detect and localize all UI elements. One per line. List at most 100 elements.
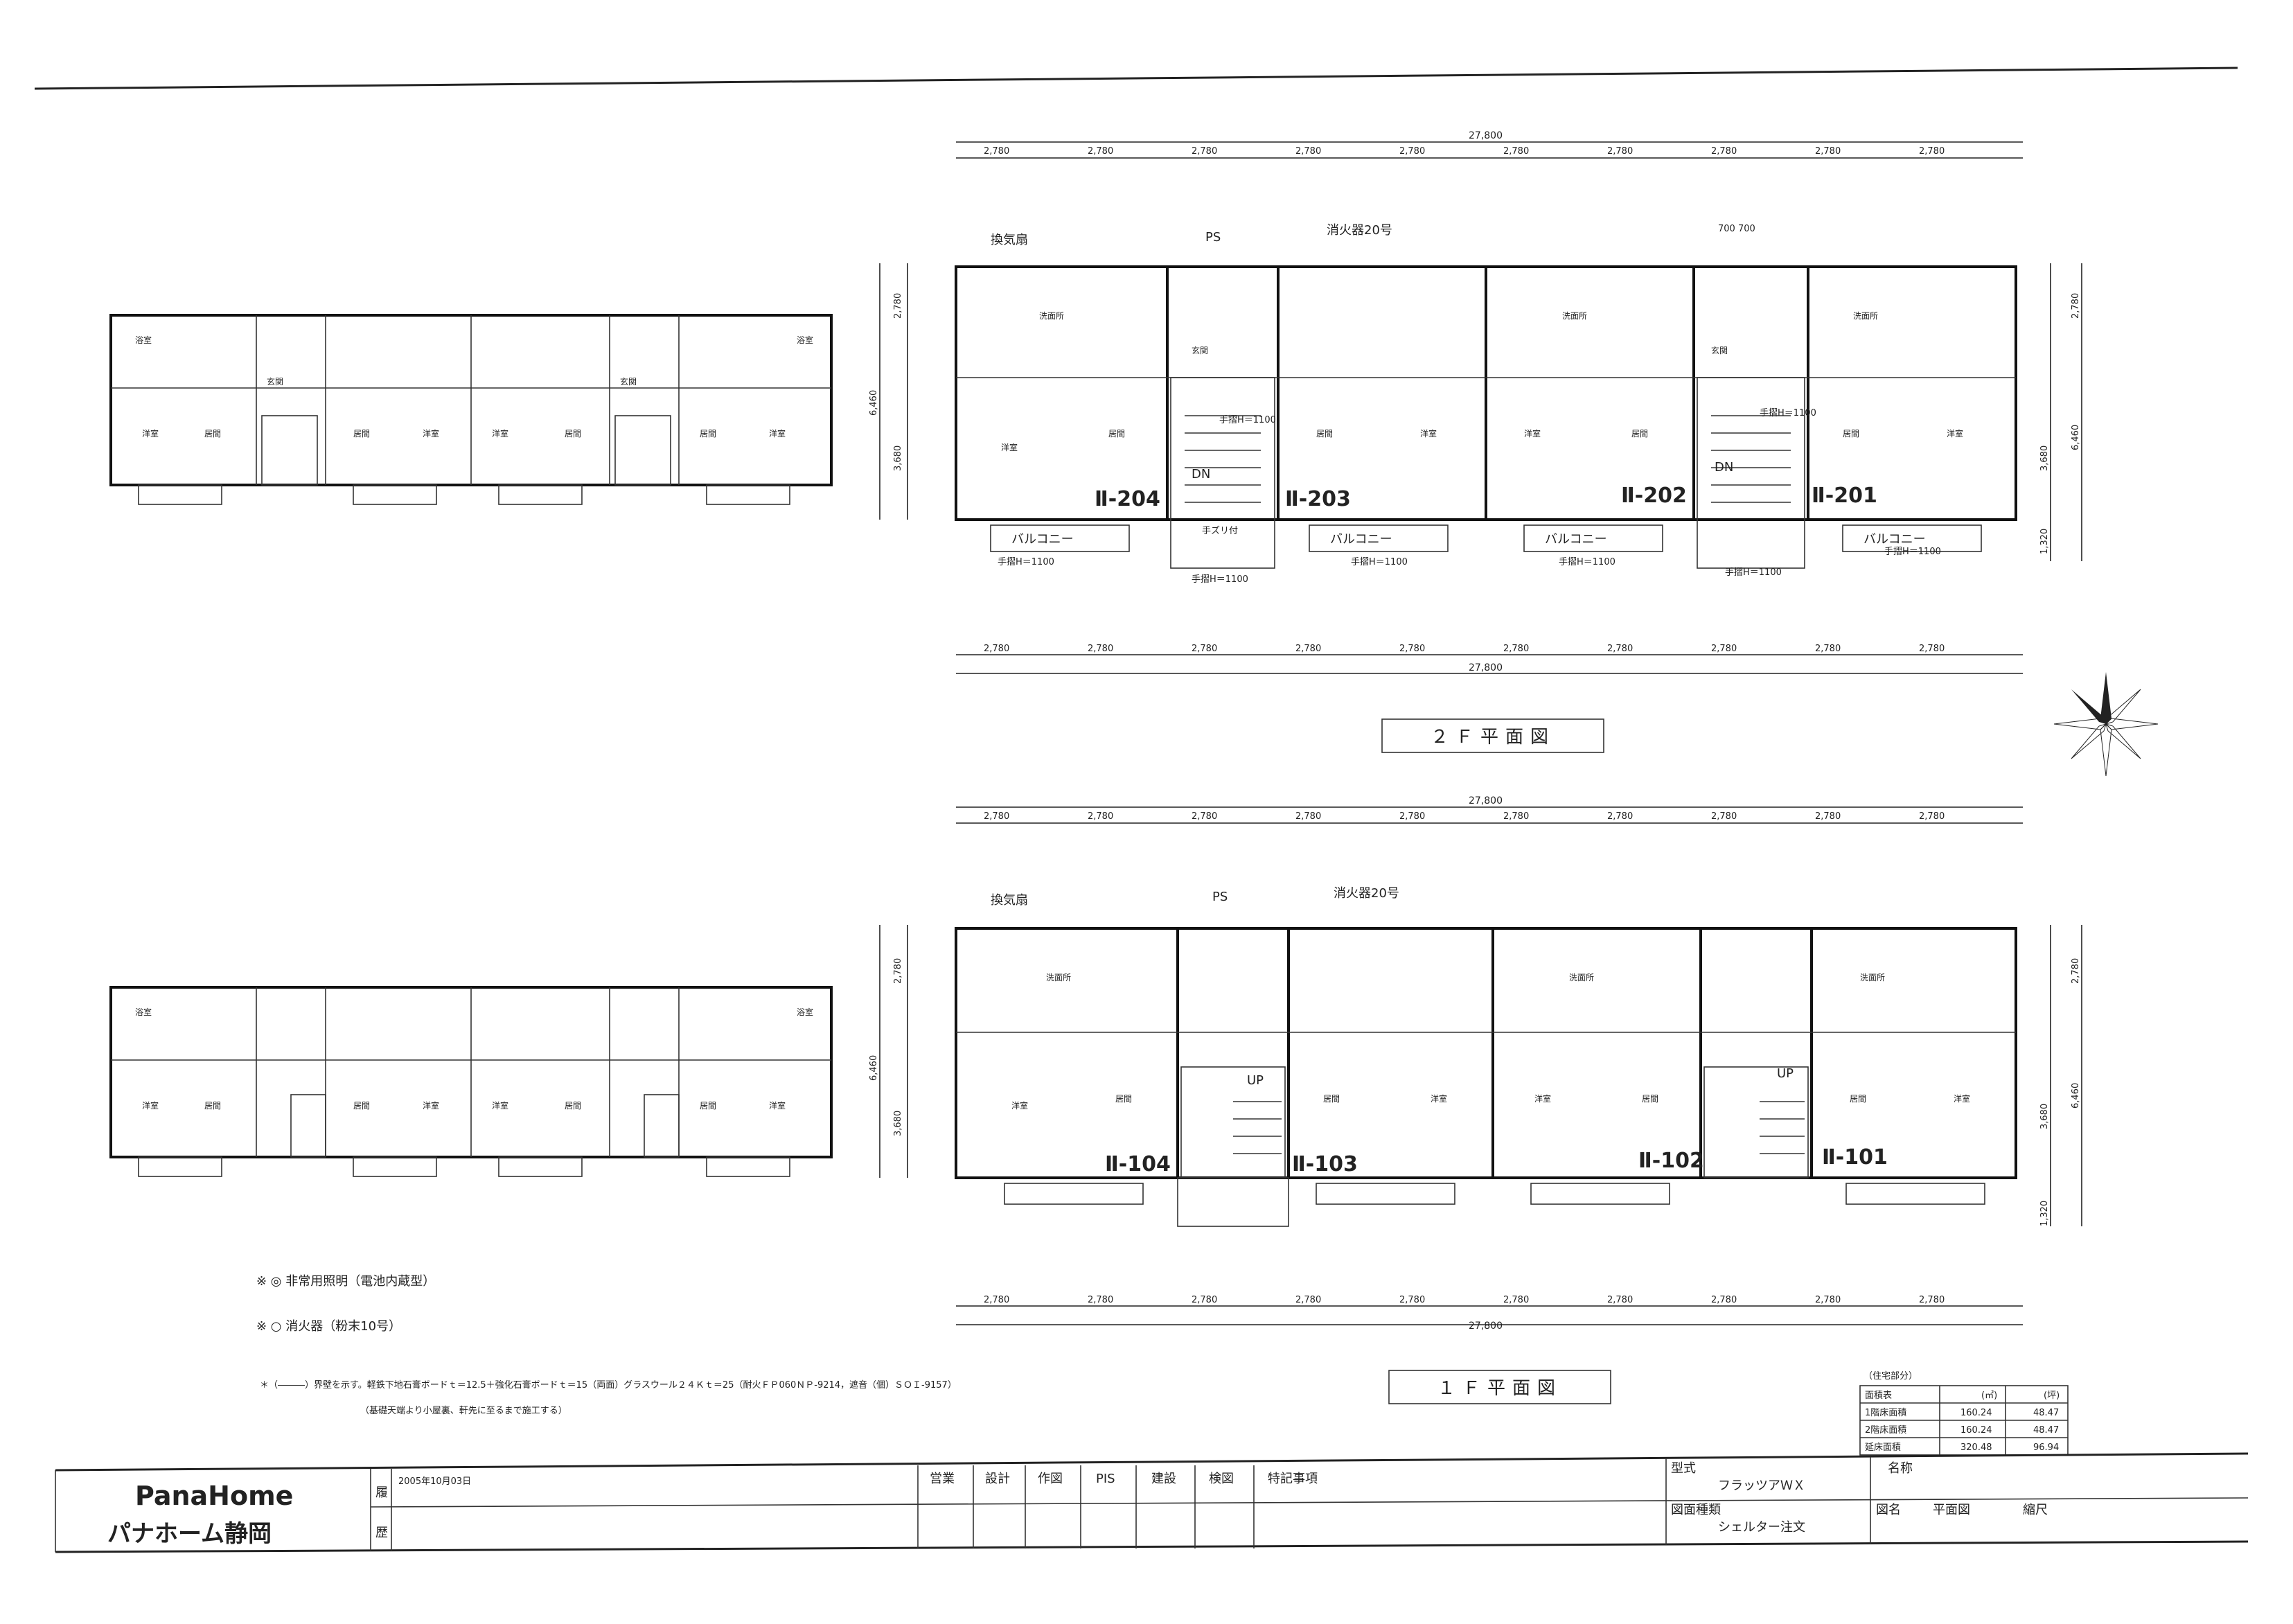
unit-label: Ⅱ-202 (1621, 484, 1687, 508)
span-dimension: 2,780 (984, 146, 1009, 157)
span-dimension: 2,780 (1815, 1295, 1841, 1305)
span-dimension: 2,780 (1815, 146, 1841, 157)
room-label: 居間 (1115, 1094, 1132, 1104)
room-label: 洋室 (1954, 1093, 1970, 1104)
plan-1f-dim-left: 3,680 (893, 1111, 903, 1136)
wall-note-line1: ＊（―――）界壁を示す。軽鉄下地石膏ボードｔ＝12.5＋強化石膏ボードｔ＝15（… (260, 1379, 957, 1391)
room-label: 洋室 (1524, 428, 1541, 439)
area-table-cell: 320.48 (1960, 1442, 1992, 1453)
dn-label: DN (1715, 460, 1733, 475)
span-dimension: 2,780 (1399, 146, 1425, 157)
room-label: 居間 (1631, 429, 1648, 439)
approval-col: 建設 (1151, 1472, 1176, 1486)
company-name: パナホーム静岡 (107, 1520, 272, 1548)
key-room-label: 洋室 (423, 1100, 439, 1111)
handrail-label: 手摺H＝1100 (1559, 557, 1615, 567)
handrail-note: 手摺H＝1100 (1219, 415, 1276, 425)
area-table-cell: 延床面積 (1865, 1442, 1901, 1453)
key-room-label: 居間 (700, 429, 716, 439)
room-label: 居間 (1108, 429, 1125, 439)
span-dimension: 2,780 (1088, 1295, 1113, 1305)
span-dimension: 2,780 (1711, 811, 1737, 822)
extinguisher-label: 消火器20号 (1327, 223, 1392, 238)
ps-label: PS (1205, 230, 1221, 245)
area-table-cell: 48.47 (2033, 1425, 2059, 1436)
plan-2f-dim-left: 6,460 (869, 390, 879, 416)
span-dimension: 2,780 (1503, 1295, 1529, 1305)
drawing-date: 2005年10月03日 (398, 1476, 471, 1487)
plan-1f-dim-right: 6,460 (2071, 1083, 2081, 1109)
plan-2f-total-bottom: 27,800 (1469, 662, 1503, 673)
drawing-type-value: シェルター注文 (1718, 1520, 1805, 1535)
room-label: 洗面所 (1853, 311, 1878, 321)
room-label: 洋室 (1001, 442, 1018, 452)
room-label: 居間 (1323, 1094, 1340, 1104)
room-label: 洗面所 (1562, 311, 1587, 321)
plan-1f-total-bottom: 27,800 (1469, 1321, 1503, 1332)
plan-2f-dim-left: 2,780 (893, 293, 903, 319)
plan-1f-title: １Ｆ平面図 (1437, 1378, 1562, 1399)
legend-emergency-light: ※ ◎ 非常用照明（電池内蔵型） (256, 1274, 435, 1289)
key-room-label: 浴室 (135, 1007, 152, 1017)
span-dimension: 2,780 (1192, 1295, 1217, 1305)
approval-col: PIS (1096, 1472, 1115, 1486)
span-dimension: 2,780 (1815, 644, 1841, 654)
room-label: 居間 (1316, 429, 1333, 439)
plan-2f-title: ２Ｆ平面図 (1431, 727, 1555, 748)
key-room-label: 居間 (353, 429, 370, 439)
key-room-label: 居間 (700, 1101, 716, 1111)
span-dimension: 2,780 (1919, 1295, 1945, 1305)
area-table-cell: 160.24 (1960, 1408, 1992, 1418)
area-table-header: 面積表 (1865, 1391, 1892, 1401)
plan-2f-dim-right: 1,320 (2039, 529, 2050, 554)
span-dimension: 2,780 (1607, 644, 1633, 654)
area-table-header: (坪) (2044, 1391, 2060, 1401)
area-table-cell: 96.94 (2033, 1442, 2059, 1453)
key-plan-lower: 洋室 居間 居間 洋室 洋室 居間 居間 洋室 浴室 浴室 (109, 986, 833, 1177)
room-label: 洋室 (1534, 1093, 1551, 1104)
key-room-label: 玄関 (620, 376, 637, 387)
plan-1f: 27,800 27,800 2,780 6,460 3,680 1,320 2,… (869, 795, 2082, 1332)
room-label: 居間 (1843, 429, 1859, 439)
span-dimension: 2,780 (1503, 146, 1529, 157)
key-room-label: 洋室 (492, 1100, 508, 1111)
room-label: 洋室 (1431, 1093, 1447, 1104)
size-label: 700 700 (1718, 224, 1755, 234)
area-table-cell: 1階床面積 (1865, 1408, 1906, 1418)
handrail-note: 手ズリ付 (1202, 525, 1238, 536)
plan-2f: 27,800 27,800 2,780 6,460 3,680 1,320 2,… (869, 130, 2082, 674)
handrail-note: 手摺H＝1100 (1192, 574, 1248, 585)
type-value: フラッツアＷＸ (1718, 1479, 1805, 1493)
plan-1f-dim-left: 6,460 (869, 1055, 879, 1081)
span-dimension: 2,780 (1815, 811, 1841, 822)
approval-col: 設計 (985, 1472, 1010, 1486)
unit-label: Ⅱ-101 (1822, 1145, 1888, 1170)
room-label: 玄関 (1192, 345, 1208, 355)
area-table-cell: 48.47 (2033, 1408, 2059, 1418)
key-room-label: 洋室 (142, 1100, 159, 1111)
ps-label: PS (1212, 890, 1228, 904)
key-room-label: 洋室 (769, 1100, 786, 1111)
span-dimension: 2,780 (984, 811, 1009, 822)
span-dimension: 2,780 (1503, 644, 1529, 654)
approval-col: 作図 (1038, 1472, 1063, 1486)
plan-1f-dim-right: 2,780 (2071, 958, 2081, 984)
balcony-label: バルコニー (1011, 532, 1074, 547)
scale-label: 縮尺 (2023, 1503, 2048, 1517)
span-dimension: 2,780 (1088, 644, 1113, 654)
plan-1f-dim-right: 1,320 (2039, 1201, 2050, 1226)
approval-col: 検図 (1209, 1472, 1234, 1486)
type-label: 型式 (1671, 1461, 1696, 1476)
room-label: 洋室 (1011, 1100, 1028, 1111)
title-block: PanaHome パナホーム静岡 履 歴 2005年10月03日 営業 設計 作… (55, 1452, 2249, 1553)
plan-1f-title-box (1388, 1370, 1611, 1404)
unit-label: Ⅱ-201 (1812, 484, 1877, 508)
key-room-label: 居間 (565, 429, 581, 439)
special-notes-label: 特記事項 (1268, 1472, 1318, 1486)
plan-2f-dim-right: 3,680 (2039, 445, 2050, 471)
plan-2f-title-box (1381, 718, 1604, 753)
plan-2f-dim-left: 3,680 (893, 445, 903, 471)
room-label: 洗面所 (1046, 973, 1071, 982)
span-dimension-labels: 2,780 2,780 2,780 2,780 2,780 2,780 2,780 2,780… (984, 146, 1945, 1305)
plan-1f-dim-right: 3,680 (2039, 1104, 2050, 1129)
